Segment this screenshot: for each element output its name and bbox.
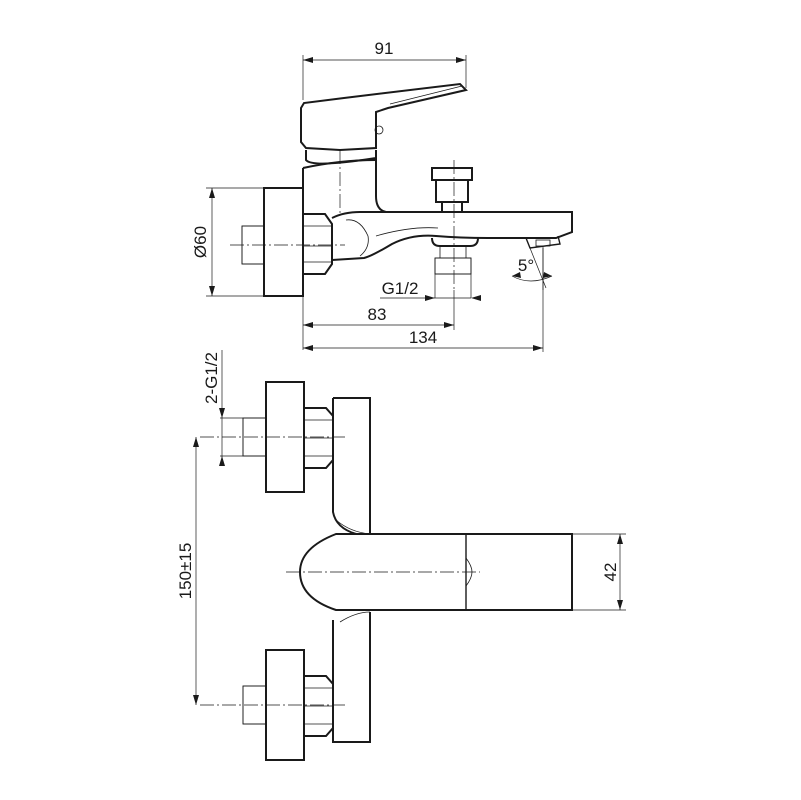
dim-d60-label: Ø60 [191, 226, 210, 258]
dim-d60: Ø60 [191, 187, 264, 297]
dim-83: 83 [302, 290, 455, 350]
spout-side [331, 211, 573, 261]
dim-150: 150±15 [176, 437, 199, 705]
dim-g12-outlet-label: G1/2 [382, 279, 419, 298]
hex-nut-upper [303, 407, 334, 469]
front-view [200, 381, 573, 761]
dim-angle: 5° [511, 246, 553, 290]
lever-handle [300, 82, 468, 152]
dim-91-label: 91 [375, 39, 394, 58]
dim-134-label: 134 [409, 328, 437, 347]
hex-nut-lower [303, 675, 334, 737]
mixer-body-front [298, 397, 573, 743]
dim-150-label: 150±15 [176, 543, 195, 600]
dim-2-g12-label: 2-G1/2 [202, 352, 221, 404]
valve-body [302, 158, 440, 213]
hex-nut-side [302, 213, 333, 275]
dim-42-label: 42 [601, 563, 620, 582]
dim-2-g12: 2-G1/2 [202, 350, 243, 466]
wall-flange-side [263, 187, 304, 297]
dim-83-label: 83 [368, 305, 387, 324]
diverter-knob [431, 167, 473, 213]
dim-g12-outlet: G1/2 [380, 274, 481, 301]
dim-134: 134 [303, 248, 544, 352]
dim-42: 42 [572, 533, 626, 611]
dim-91: 91 [302, 39, 467, 100]
side-view [230, 82, 573, 297]
shower-outlet [431, 237, 479, 275]
dim-angle-label: 5° [518, 256, 534, 275]
